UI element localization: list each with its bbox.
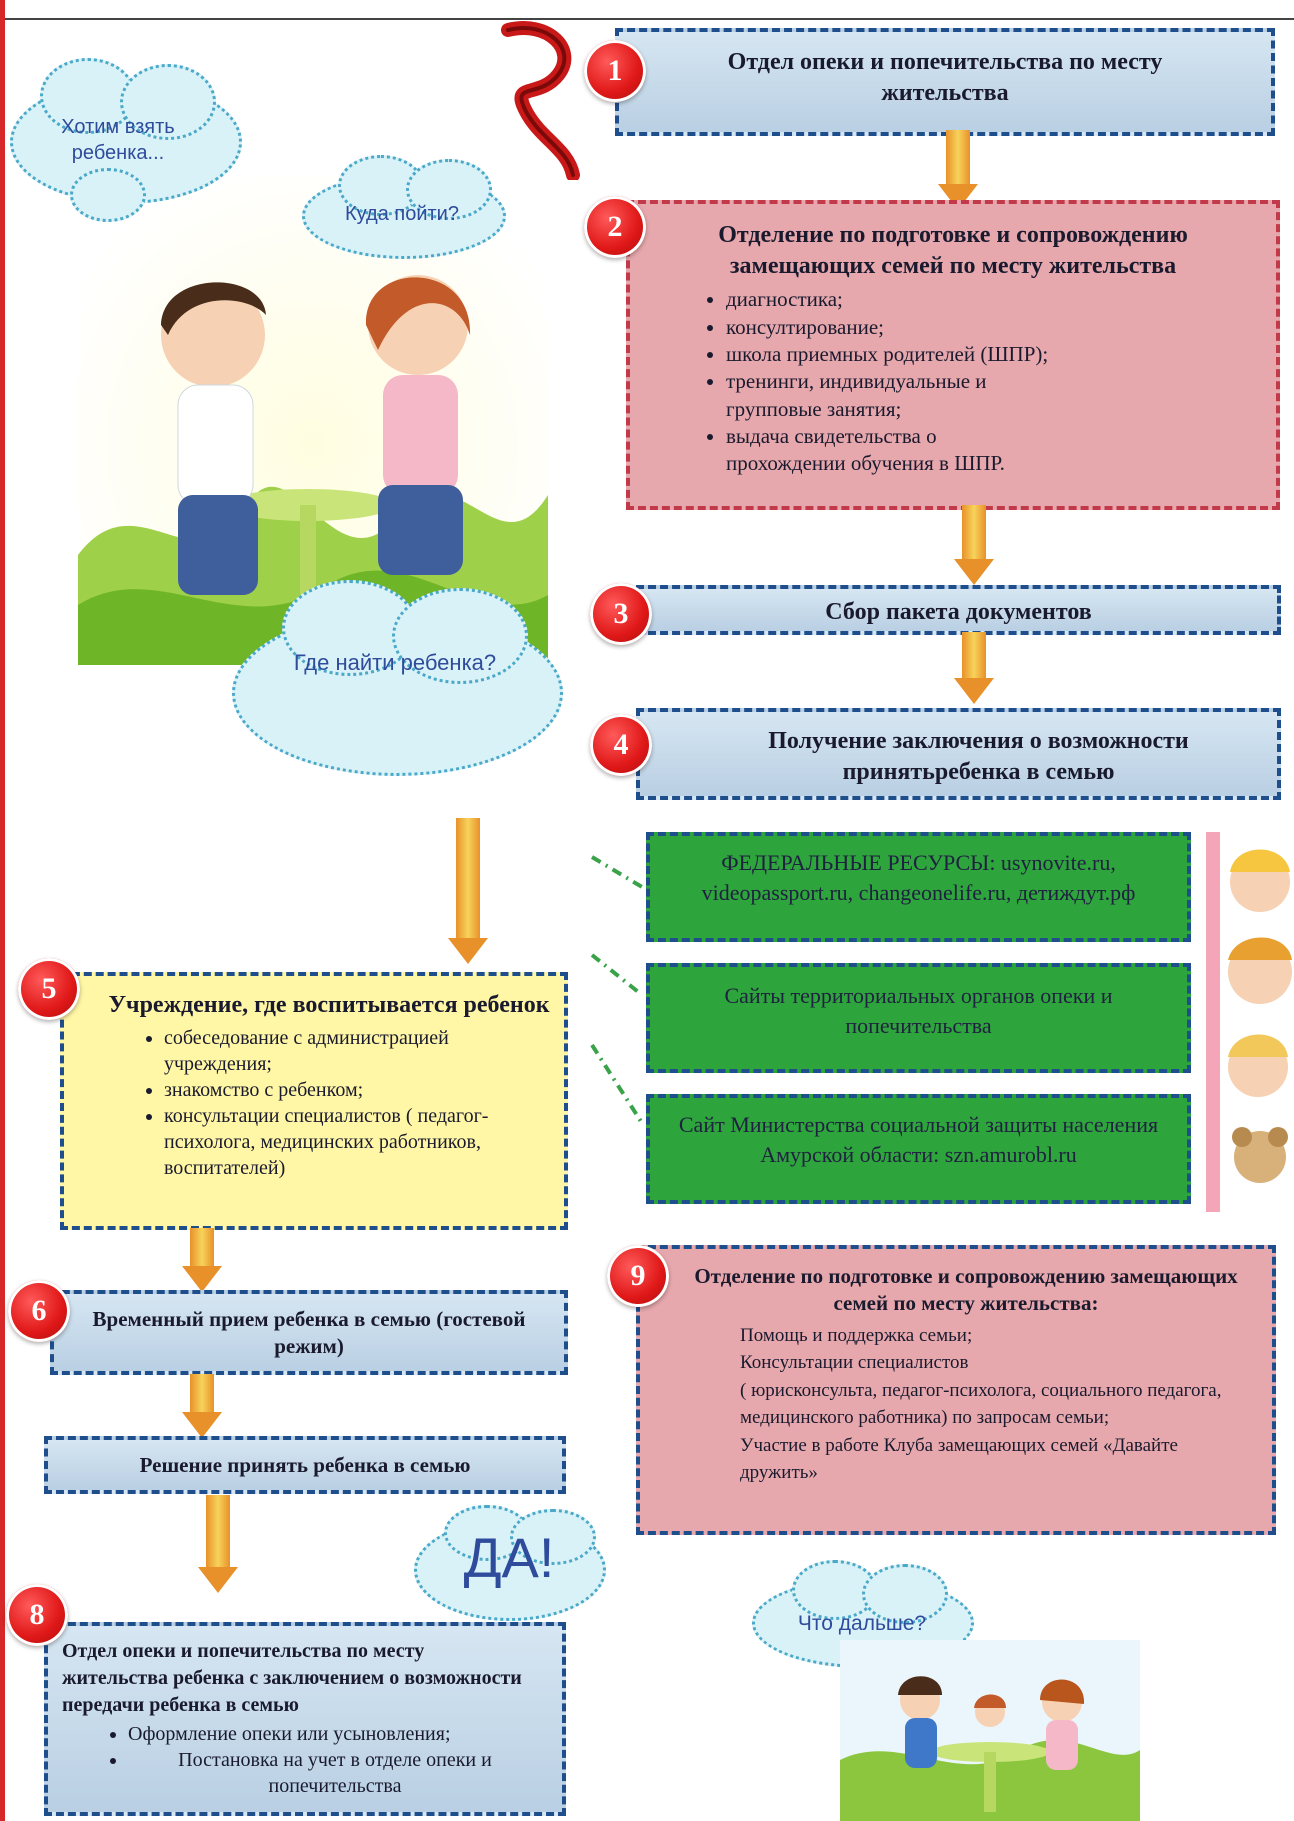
resource-federal-box: ФЕДЕРАЛЬНЫЕ РЕСУРСЫ: usynovite.ru, video… — [646, 832, 1191, 942]
cloud-text-what-next: Что дальше? — [797, 1612, 927, 1635]
step-9-line: Консультации специалистов — [740, 1352, 969, 1374]
step-9-line: Участие в работе Клуба замещающих семей … — [740, 1434, 1178, 1484]
step-2-title: Отделение по подготовке и сопровождению … — [718, 222, 1188, 280]
left-border-bar — [0, 0, 5, 1821]
illustration-kids-peeking — [1206, 832, 1292, 1212]
step-8-list: Оформление опеки или усыновления; Постан… — [48, 1721, 562, 1799]
top-rule — [5, 18, 1294, 20]
step-2-box: Отделение по подготовке и сопровождению … — [626, 200, 1280, 510]
arrow-1-to-2 — [938, 130, 978, 210]
step-9-badge: 9 — [607, 1245, 669, 1307]
step-7-box: Решение принять ребенка в семью — [44, 1436, 566, 1494]
step-5-item: знакомство с ребенком; — [164, 1077, 534, 1103]
step-2-list: диагностика; консултирование; школа прие… — [630, 286, 1276, 477]
speech-cloud-yes: ДА! — [414, 1505, 606, 1625]
step-1-badge: 1 — [584, 40, 646, 102]
step-4-badge: 4 — [590, 714, 652, 776]
step-9-title: Отделение по подготовке и сопровождению … — [694, 1264, 1238, 1316]
step-8-badge: 8 — [6, 1584, 68, 1646]
illustration-family-at-table — [840, 1640, 1140, 1821]
step-3-title: Сбор пакета документов — [825, 599, 1092, 625]
step-2-item: школа приемных родителей (ШПР); — [726, 341, 1276, 368]
step-2-item: консултирование; — [726, 314, 1276, 341]
step-2-item: тренинги, индивидуальные и групповые зан… — [726, 368, 1276, 423]
cloud-text-where-to-go: Куда пойти? — [345, 203, 459, 225]
step-5-title: Учреждение, где воспитывается ребенок — [108, 992, 550, 1018]
step-2-badge: 2 — [584, 196, 646, 258]
resource-federal-text: ФЕДЕРАЛЬНЫЕ РЕСУРСЫ: usynovite.ru, video… — [701, 850, 1136, 905]
step-5-list: собеседование с администрацией учреждени… — [64, 1025, 564, 1181]
resource-ministry-box: Сайт Министерства социальной защиты насе… — [646, 1094, 1191, 1204]
resource-territorial-text: Сайты территориальных органов опеки и по… — [724, 983, 1113, 1038]
step-5-item: собеседование с администрацией учреждени… — [164, 1025, 534, 1077]
step-5-box: Учреждение, где воспитывается ребенок со… — [60, 972, 568, 1230]
step-3-box: Сбор пакета документов — [636, 585, 1281, 635]
step-5-badge: 5 — [18, 958, 80, 1020]
arrow-3-to-4 — [954, 632, 994, 712]
step-8-box: Отдел опеки и попечительства по месту жи… — [44, 1622, 566, 1816]
step-8-title: Отдел опеки и попечительства по месту жи… — [62, 1640, 522, 1716]
cloud-text-want-child: Хотим взять ребенка... — [61, 116, 175, 164]
arrow-7-to-8 — [198, 1495, 238, 1595]
arrow-6-to-7 — [182, 1374, 222, 1438]
cloud-text-where-find-child: Где найти ребенка? — [293, 650, 497, 675]
resource-pointer-arrows — [590, 855, 644, 1125]
step-6-title: Временный прием ребенка в семью (гостево… — [92, 1307, 526, 1359]
step-2-item: выдача свидетельства о прохождении обуче… — [726, 423, 1276, 478]
cloud-text-yes: ДА! — [463, 1526, 555, 1589]
speech-cloud-where-to-go: Куда пойти? — [302, 155, 506, 265]
arrow-2-to-3 — [954, 505, 994, 585]
step-3-badge: 3 — [590, 583, 652, 645]
step-9-lines: Помощь и поддержка семьи; Консультации с… — [640, 1318, 1272, 1487]
step-9-box: Отделение по подготовке и сопровождению … — [636, 1245, 1276, 1535]
step-2-item: диагностика; — [726, 286, 1276, 313]
step-1-box: Отдел опеки и попечительства по месту жи… — [615, 28, 1275, 136]
ribbon-icon — [501, 21, 580, 180]
step-9-line: ( юрисконсульта, педагог-психолога, соци… — [740, 1379, 1222, 1429]
step-4-title: Получение заключения о возможности приня… — [768, 728, 1189, 786]
step-6-badge: 6 — [8, 1280, 70, 1342]
step-7-title: Решение принять ребенка в семью — [139, 1453, 471, 1477]
step-8-item: Постановка на учет в отделе опеки и попе… — [128, 1747, 542, 1799]
step-8-item: Оформление опеки или усыновления; — [128, 1721, 542, 1747]
step-4-box: Получение заключения о возможности приня… — [636, 708, 1281, 800]
step-1-title: Отдел опеки и попечительства по месту жи… — [727, 49, 1163, 107]
resource-ministry-text: Сайт Министерства социальной защиты насе… — [678, 1112, 1159, 1167]
arrow-cloud-to-step-5 — [448, 818, 488, 968]
resource-territorial-box: Сайты территориальных органов опеки и по… — [646, 963, 1191, 1073]
speech-cloud-want-child: Хотим взять ребенка... — [10, 58, 242, 222]
step-6-box: Временный прием ребенка в семью (гостево… — [50, 1290, 568, 1375]
arrow-5-to-6 — [182, 1228, 222, 1292]
step-5-item: консультации специалистов ( педагог-псих… — [164, 1103, 534, 1181]
speech-cloud-where-find-child: Где найти ребенка? — [232, 580, 563, 790]
step-9-line: Помощь и поддержка семьи; — [740, 1324, 973, 1346]
